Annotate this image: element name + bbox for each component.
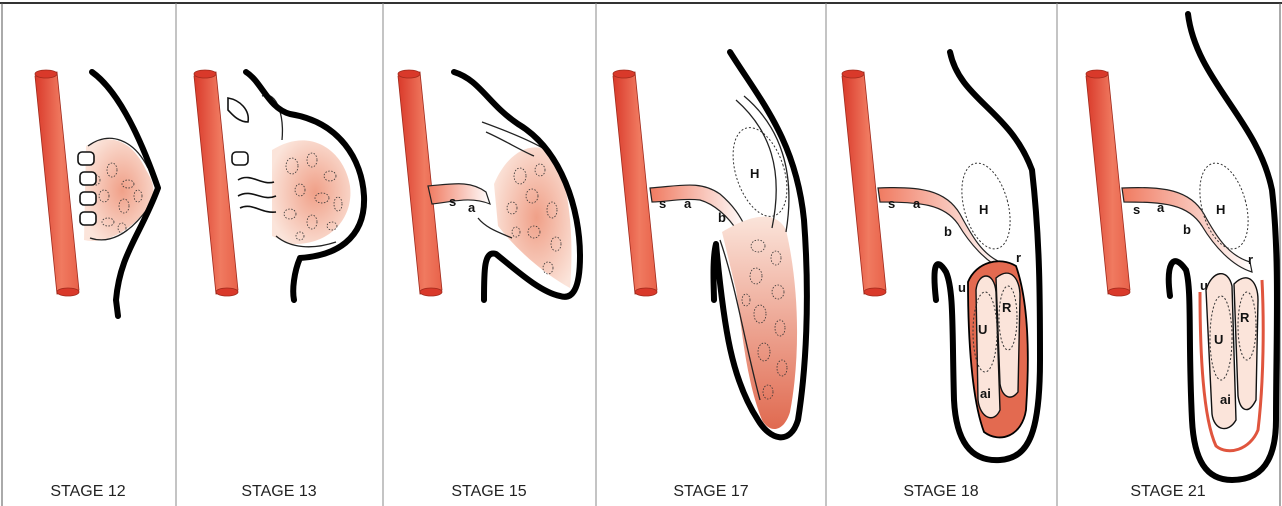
panel-stage-13: STAGE 13 <box>194 70 364 500</box>
rectum-tube <box>996 273 1020 397</box>
stage-label: STAGE 15 <box>451 483 526 500</box>
label-u: u <box>1200 278 1208 293</box>
label-ai: ai <box>980 386 991 401</box>
label-s: s <box>888 196 895 211</box>
blood-vessel <box>613 70 657 296</box>
label-ai: ai <box>1220 392 1231 407</box>
label-U: U <box>1214 332 1223 347</box>
label-a: a <box>684 196 692 211</box>
stage-label: STAGE 12 <box>50 483 125 500</box>
label-R: R <box>1002 300 1012 315</box>
stage-label: STAGE 21 <box>1130 483 1205 500</box>
label-a: a <box>1157 200 1165 215</box>
label-s: s <box>1133 202 1140 217</box>
label-b: b <box>944 224 952 239</box>
label-r: r <box>1016 250 1021 265</box>
panel-stage-17: s a b H STAGE 17 <box>613 52 807 500</box>
label-U: U <box>978 322 987 337</box>
label-u: u <box>958 280 966 295</box>
label-b: b <box>718 210 726 225</box>
stage-label: STAGE 13 <box>241 483 316 500</box>
panel-stage-18: s a b H r u U R ai STAGE 18 <box>842 52 1040 500</box>
nephric-tubules <box>228 98 276 212</box>
label-H: H <box>750 166 759 181</box>
label-H: H <box>1216 202 1225 217</box>
ureteric-duct <box>878 188 1004 270</box>
blood-vessel <box>1086 70 1130 296</box>
label-b: b <box>1183 222 1191 237</box>
panel-stage-21: s a b H r u U R ai STAGE 21 <box>1086 14 1277 500</box>
ureteric-duct <box>428 184 490 204</box>
panel-stage-15: s a STAGE 15 <box>398 70 580 500</box>
label-a: a <box>913 196 921 211</box>
label-s: s <box>449 194 456 209</box>
label-r: r <box>1248 252 1253 267</box>
label-R: R <box>1240 310 1250 325</box>
blood-vessel <box>35 70 79 296</box>
stage-label: STAGE 17 <box>673 483 748 500</box>
stage-label: STAGE 18 <box>903 483 978 500</box>
blood-vessel <box>842 70 886 296</box>
panel-stage-12: STAGE 12 <box>35 70 158 500</box>
blood-vessel <box>398 70 442 296</box>
label-s: s <box>659 196 666 211</box>
label-a: a <box>468 200 476 215</box>
label-H: H <box>979 202 988 217</box>
